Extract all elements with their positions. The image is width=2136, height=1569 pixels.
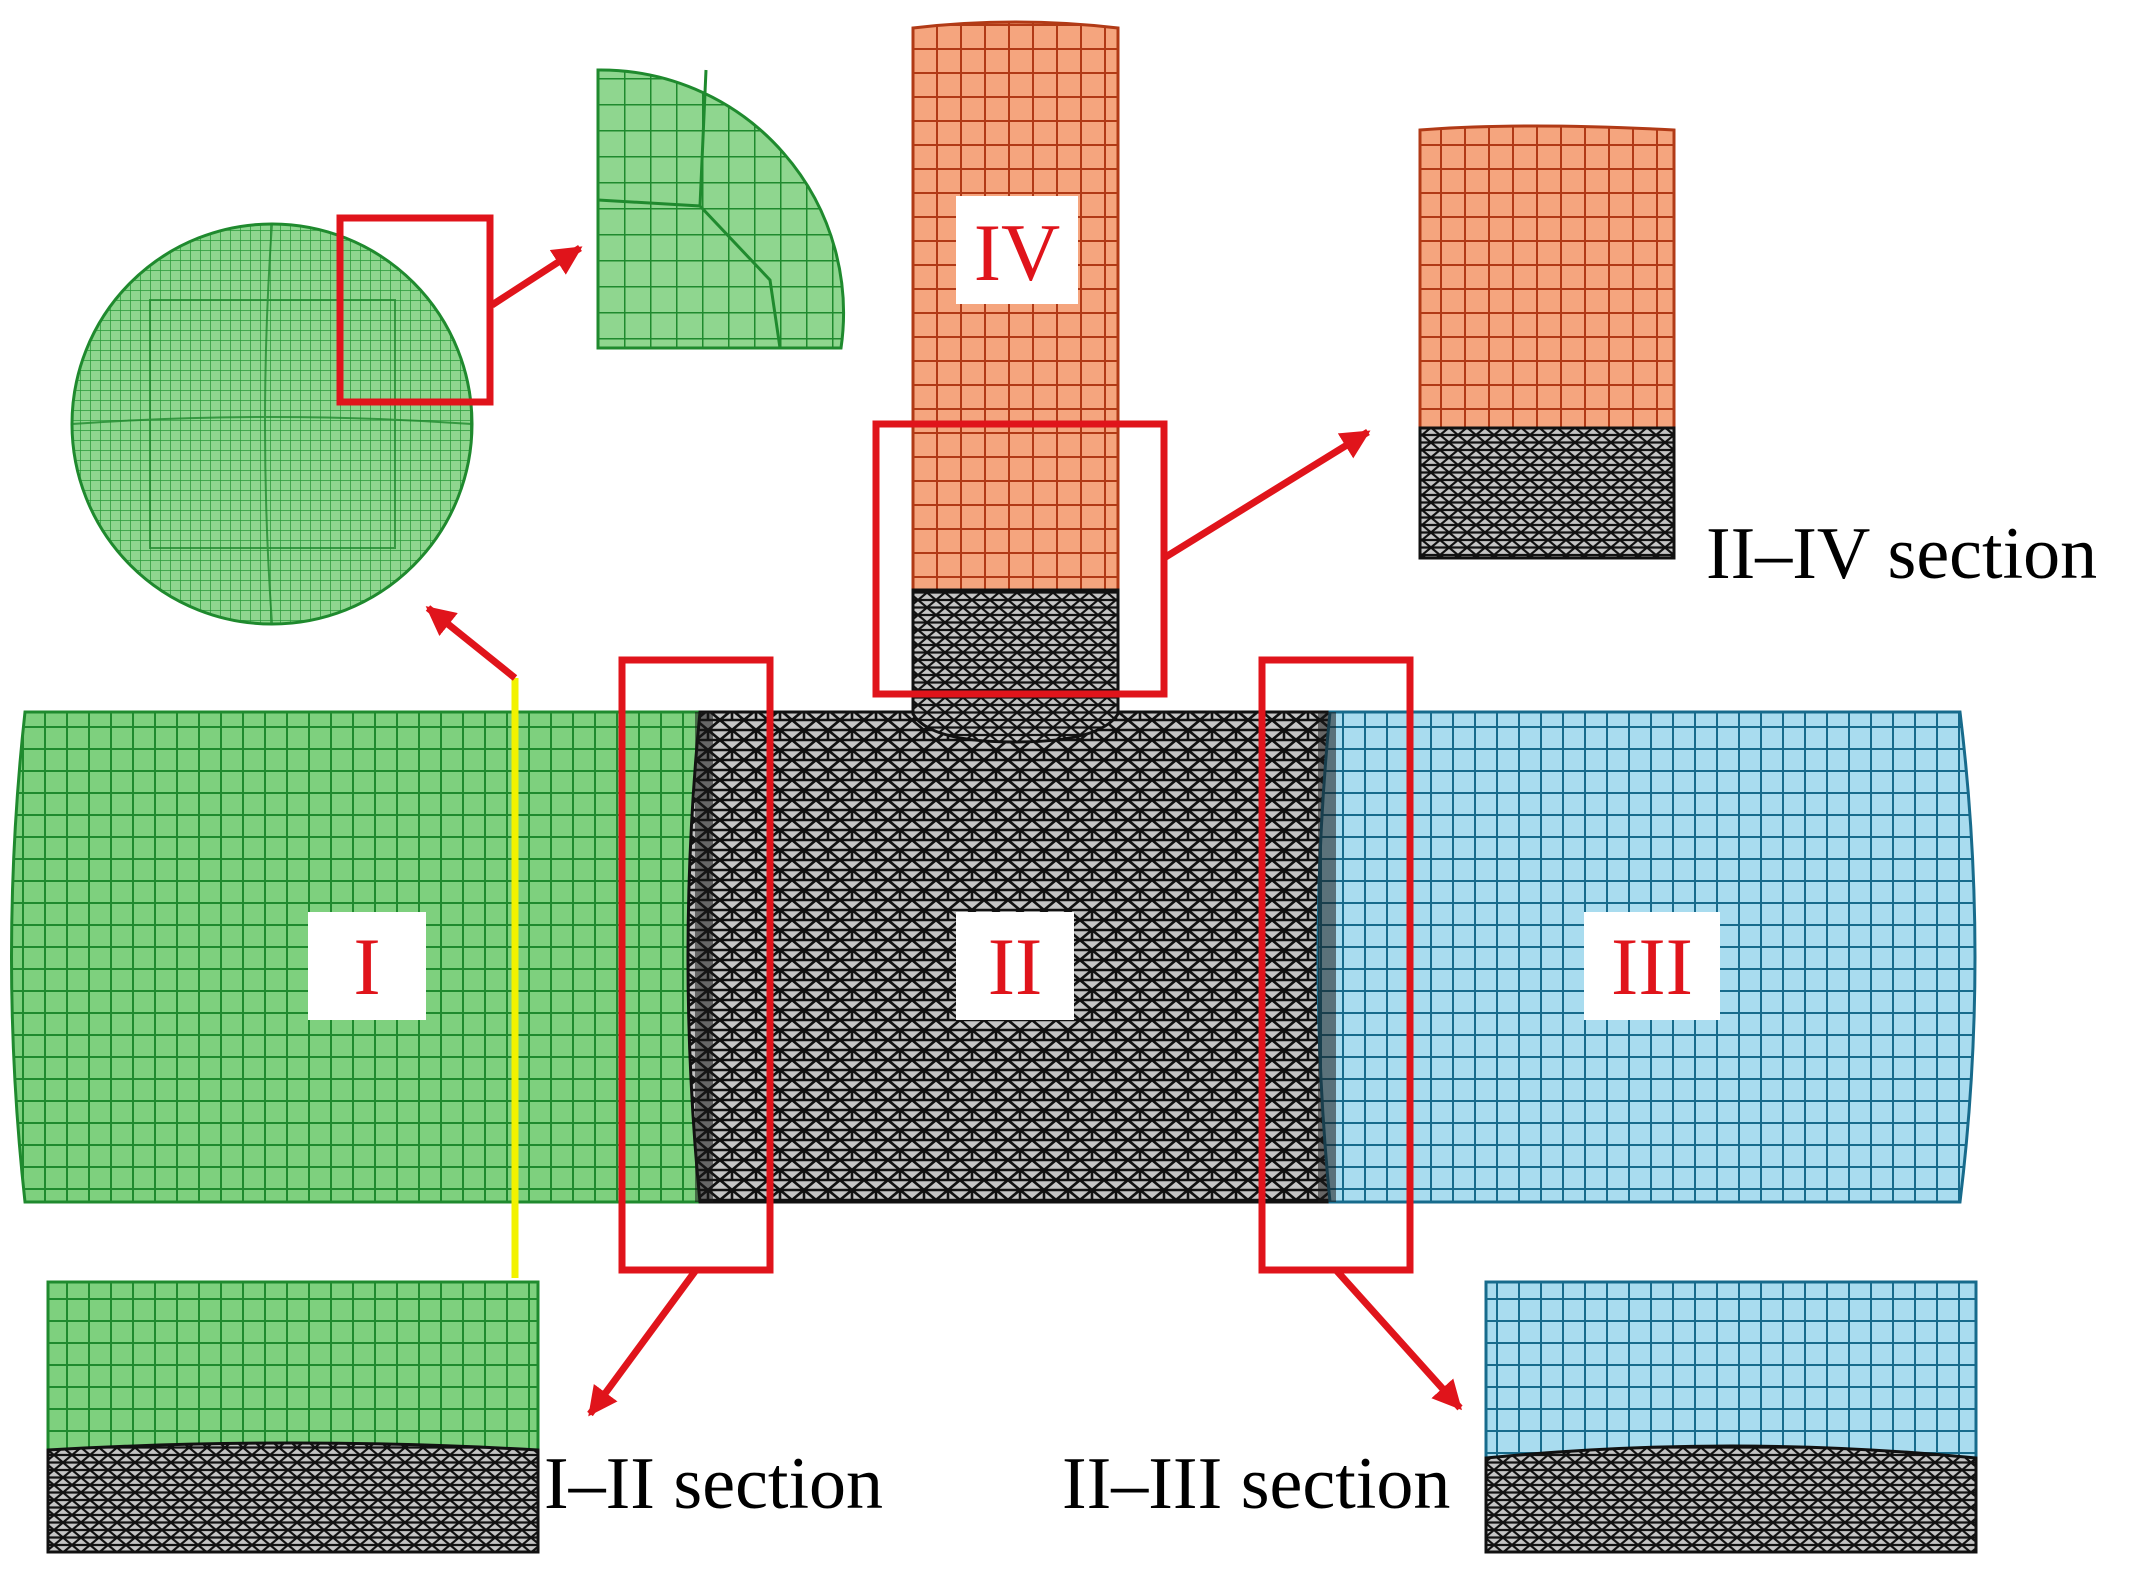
section-label-2-3: II–III section bbox=[1062, 1443, 1450, 1525]
inset-2-3 bbox=[1484, 1280, 1978, 1554]
arrow-to-quarter-detail bbox=[490, 245, 583, 308]
callout-box-circle bbox=[336, 214, 494, 406]
quarter-circle-detail bbox=[596, 68, 846, 350]
inset-1-2 bbox=[46, 1280, 540, 1554]
branch-pipe bbox=[911, 20, 1120, 744]
region-label-4: IV bbox=[956, 196, 1078, 304]
arrow-to-circle bbox=[425, 605, 518, 681]
arrow-to-inset-2-3 bbox=[1333, 1267, 1463, 1411]
region-label-3: III bbox=[1584, 912, 1720, 1020]
region-label-3-text: III bbox=[1611, 921, 1693, 1012]
section-label-1-2: I–II section bbox=[544, 1443, 883, 1525]
region-label-2-text: II bbox=[988, 921, 1043, 1012]
callout-box-2-4 bbox=[872, 420, 1168, 698]
region-label-1: I bbox=[308, 912, 426, 1020]
branch-junction bbox=[911, 588, 1120, 744]
inset-2-4 bbox=[1418, 124, 1676, 560]
region-label-2: II bbox=[956, 912, 1074, 1020]
section-label-2-4: II–IV section bbox=[1706, 513, 2097, 595]
arrow-to-inset-1-2 bbox=[587, 1267, 699, 1417]
cross-section-circle bbox=[70, 222, 474, 626]
region-label-4-text: IV bbox=[974, 207, 1061, 298]
arrow-to-inset-2-4 bbox=[1162, 429, 1371, 561]
quarter-circle-block-lines bbox=[597, 69, 782, 349]
region-label-1-text: I bbox=[353, 921, 380, 1012]
pipe-region-4 bbox=[911, 20, 1120, 592]
